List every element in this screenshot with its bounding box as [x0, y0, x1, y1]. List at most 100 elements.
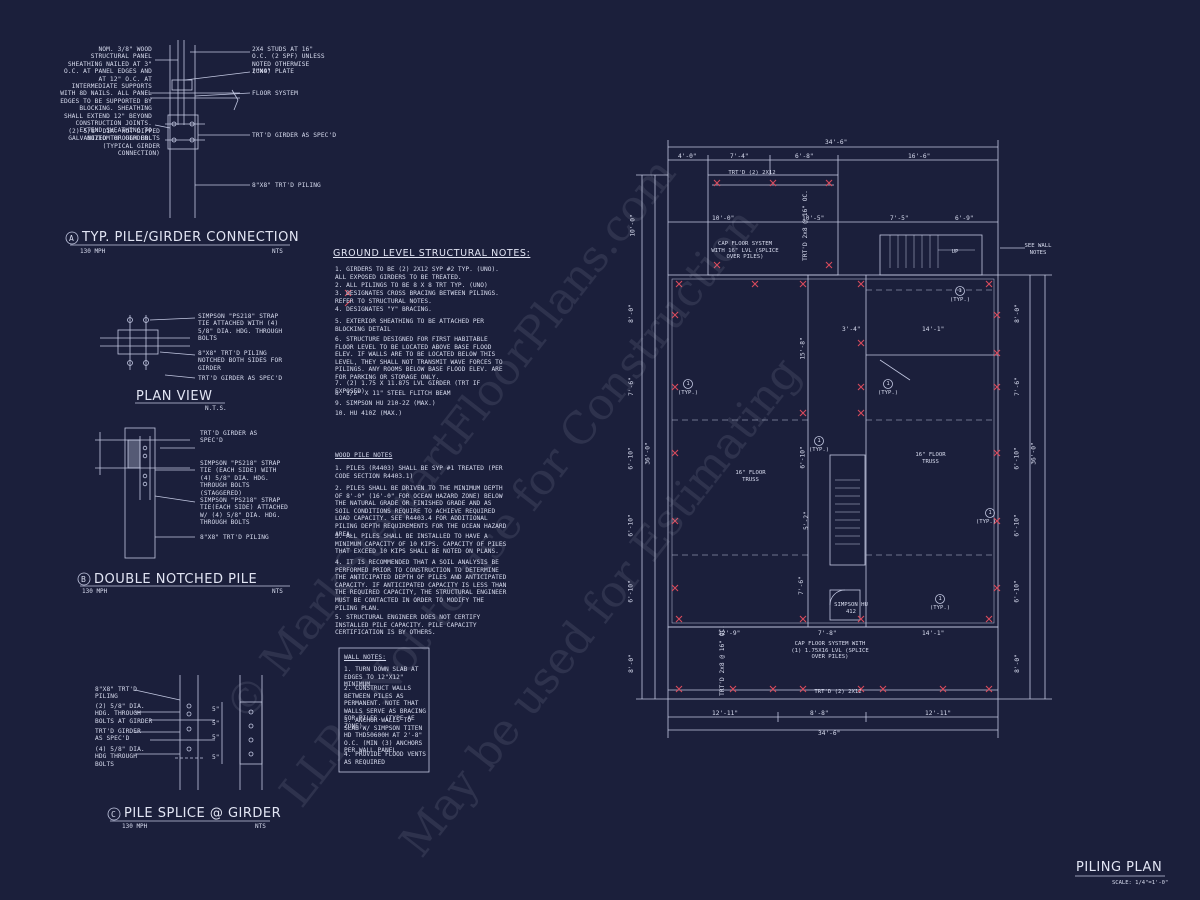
detail-a-mph: 130 MPH	[80, 248, 106, 255]
plan-right-dim-4: 6'-10"	[1013, 514, 1021, 537]
plan-bottom-dim-1: 12'-11"	[712, 710, 739, 717]
plan-tag-6-num: 1	[938, 596, 942, 602]
plan-inner-dim-6: 7'-8"	[818, 630, 837, 637]
detail-b-piling-note: 8"x8" TRT'D PILING	[200, 534, 269, 541]
detail-a-piling-note: 8"x8" TRT'D PILING	[252, 182, 321, 189]
plan-top-dim-1: 4'-0"	[678, 153, 697, 160]
plan-bottom-overall: 34'-6"	[818, 730, 841, 737]
detail-c-bolts2-note: (4) 5/8" DIA. HDG THROUGH BOLTS	[95, 746, 145, 768]
detail-c-bolts-note: (2) 5/8" DIA. HDG. THROUGH BOLTS AT GIRD…	[95, 703, 153, 725]
piling-plan-scale: SCALE: 1/4"=1'-0"	[1112, 880, 1169, 886]
detail-a-sheathing-note: NOM. 3/8" WOOD STRUCTURAL PANEL SHEATHIN…	[60, 46, 152, 142]
detail-a-nts: NTS	[272, 248, 283, 255]
piling-plan-drawing	[636, 140, 1165, 877]
plan-inner-dim-5: 12'-9"	[718, 630, 741, 637]
detail-b-strap1-note: SIMPSON "PS218" STRAP TIE (EACH SIDE) WI…	[200, 460, 281, 497]
detail-c-title: PILE SPLICE @ GIRDER	[124, 806, 282, 821]
detail-b-title: DOUBLE NOTCHED PILE	[94, 572, 258, 587]
plan-joist-v1: TRT'D 2x8 @ 16" OC.	[801, 190, 809, 261]
plan-view-girder-note: TRT'D GIRDER AS SPEC'D	[198, 375, 283, 382]
wall-note-1: 1. TURN DOWN SLAB AT EDGES TO 12"x12" MI…	[344, 666, 419, 689]
ground-notes-title: GROUND LEVEL STRUCTURAL NOTES:	[333, 248, 531, 259]
plan-tag-2-text: (TYP.)	[877, 390, 899, 396]
detail-c-nts: NTS	[255, 823, 266, 830]
plan-simpson: SIMPSON HU 412	[834, 602, 868, 615]
detail-b-girder-note: TRT'D GIRDER AS SPEC'D	[200, 430, 258, 445]
ground-note-5: 5. EXTERIOR SHEATHING TO BE ATTACHED PER…	[335, 318, 485, 333]
detail-a-girder-note: TRT'D GIRDER AS SPEC'D	[252, 132, 337, 139]
detail-b-drawing	[77, 427, 290, 587]
piling-plan-title: PILING PLAN	[1076, 860, 1163, 875]
wood-pile-title: WOOD PILE NOTES	[335, 452, 393, 459]
detail-c-dim-3: 5"	[212, 734, 220, 741]
plan-joist-v2: TRT'D 2x8 @ 16" OC.	[718, 625, 726, 696]
ground-note-2: 2. ALL PILINGS TO BE 8 x 8 TRT TYP. (UNO…	[335, 282, 488, 289]
plan-top-dim-3: 6'-8"	[795, 153, 814, 160]
plan-bottom-dim-2: 8'-8"	[810, 710, 829, 717]
detail-a-letter: A	[69, 234, 74, 243]
plan-view-strap-note: SIMPSON "PS218" STRAP TIE ATTACHED WITH …	[198, 313, 283, 343]
detail-b-strap2-note: SIMPSON "PS218" STRAP TIE(EACH SIDE) ATT…	[200, 497, 288, 527]
ground-note-3: 3. DESIGNATES CROSS BRACING BETWEEN PILI…	[335, 290, 499, 305]
plan-inner-dim-2: 14'-1"	[922, 326, 945, 333]
plan-truss-left: 16" FLOOR TRUSS	[735, 470, 766, 483]
plan-view-piling-note: 8"x8" TRT'D PILING NOTCHED BOTH SIDES FO…	[198, 350, 283, 372]
wood-pile-note-5: 5. STRUCTURAL ENGINEER DOES NOT CERTIFY …	[335, 614, 481, 637]
plan-girder-top: TRT'D (2) 2x12	[728, 170, 776, 176]
plan-top-overall: 34'-6"	[825, 139, 848, 146]
wood-pile-note-1: 1. PILES (R4403) SHALL BE SYP #1 TREATED…	[335, 465, 503, 480]
wood-pile-note-4: 4. IT IS RECOMMENDED THAT A SOIL ANALYSI…	[335, 559, 507, 612]
plan-second-dim-1: 10'-0"	[712, 215, 735, 222]
plan-inner-dim-4: 6'-10"	[799, 446, 807, 469]
plan-right-overall: 36'-0"	[1030, 442, 1038, 465]
detail-b-letter: B	[81, 575, 86, 584]
plan-tag-4-text: (TYP.)	[808, 447, 830, 453]
plan-tag-1-text: (TYP.)	[677, 390, 699, 396]
plan-see-wall: SEE WALL NOTES	[1024, 243, 1052, 256]
plan-tag-3-text: (TYP.)	[949, 297, 971, 303]
plan-tag-3-num: 1	[958, 288, 962, 294]
plan-second-dim-2: 10'-5"	[802, 215, 825, 222]
plan-tag-6-text: (TYP.)	[929, 605, 951, 611]
plan-tag-1-num: 1	[686, 381, 690, 387]
detail-a-drawing	[65, 40, 290, 246]
plan-left-dim-6: 6'-10"	[627, 580, 635, 603]
plan-left-dim-5: 6'-10"	[627, 514, 635, 537]
detail-c-girder-note: TRT'D GIRDER AS SPEC'D	[95, 728, 141, 743]
ground-note-10: 10. HU 410Z (MAX.)	[335, 410, 403, 417]
ground-note-1: 1. GIRDERS TO BE (2) 2x12 SYP #2 TYP. (U…	[335, 266, 499, 281]
wood-pile-note-2: 2. PILES SHALL BE DRIVEN TO THE MINIMUM …	[335, 485, 507, 538]
plan-cap-bottom: CAP FLOOR SYSTEM WITH (1) 1.75x16 LVL (S…	[791, 641, 869, 661]
plan-left-dim-7: 8'-0"	[627, 654, 635, 673]
plan-right-dim-3: 6'-10"	[1013, 447, 1021, 470]
ground-note-9: 9. SIMPSON HU 210-2Z (MAX.)	[335, 400, 436, 407]
detail-c-dim-1: 5"	[212, 706, 220, 713]
plan-view-nts: N.T.S.	[205, 405, 227, 412]
plan-inner-dim-3: 15'-8"	[799, 337, 807, 360]
plan-tag-2-num: 1	[886, 381, 890, 387]
plan-top-dim-4: 16'-6"	[908, 153, 931, 160]
detail-a-plate-note: 2"x4" PLATE	[252, 68, 295, 75]
pile-markers	[344, 179, 1001, 693]
wall-note-3: 3. ANCHOR WALLS TO SLAB W/ SIMPSON TITEN…	[344, 717, 423, 755]
detail-b-mph: 130 MPH	[82, 588, 108, 595]
detail-b-nts: NTS	[272, 588, 283, 595]
plan-second-dim-3: 7'-5"	[890, 215, 909, 222]
detail-c-drawing	[107, 675, 270, 822]
wall-notes-title: WALL NOTES:	[344, 654, 387, 661]
plan-up: UP	[951, 249, 959, 255]
plan-view-title: PLAN VIEW	[136, 389, 213, 404]
ground-note-6: 6. STRUCTURE DESIGNED FOR FIRST HABITABL…	[335, 336, 503, 381]
plan-left-overall: 36'-0"	[644, 442, 652, 465]
wall-notes-box	[338, 647, 430, 773]
plan-cap-top: CAP FLOOR SYSTEM WITH 16" LVL (SPLICE OV…	[711, 241, 779, 261]
plan-left-dim-1: 10'-0"	[629, 214, 637, 237]
plan-right-dim-6: 8'-0"	[1013, 654, 1021, 673]
detail-c-dim-2: 5"	[212, 720, 220, 727]
plan-bottom-dim-3: 12'-11"	[925, 710, 952, 717]
plan-truss-right: 16" FLOOR TRUSS	[915, 452, 946, 465]
plan-tag-4-num: 1	[817, 438, 821, 444]
plan-inner-dim-7: 14'-1"	[922, 630, 945, 637]
